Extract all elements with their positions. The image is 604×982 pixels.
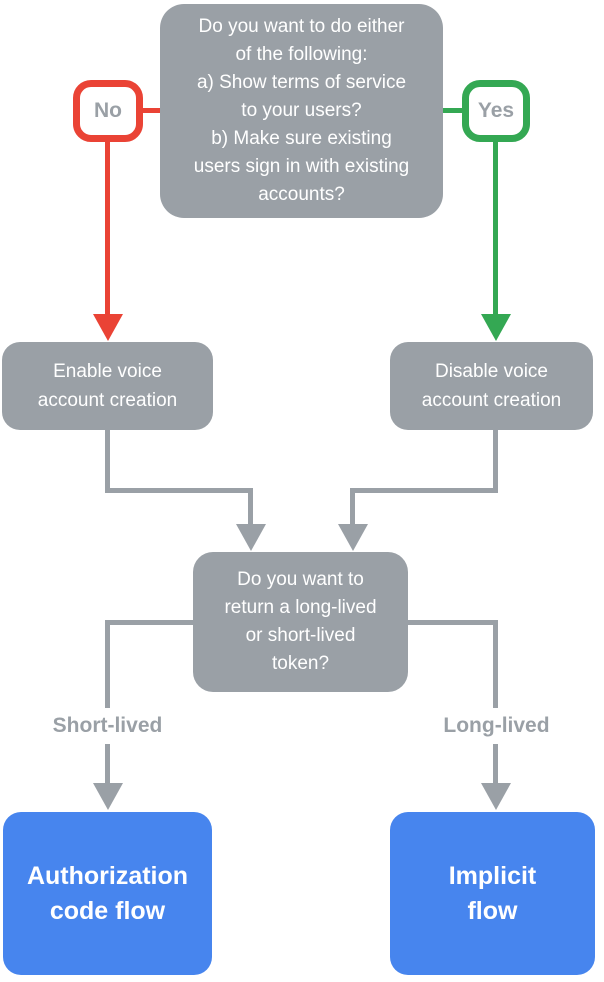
short-lived-branch-across bbox=[105, 620, 193, 625]
enable-connector-down bbox=[105, 430, 110, 492]
long-lived-branch-down bbox=[493, 620, 498, 783]
yes-arrowhead-icon bbox=[481, 314, 511, 341]
yes-connector-line bbox=[493, 140, 498, 315]
disable-connector-across bbox=[350, 488, 498, 493]
disable-merge-arrowhead-icon bbox=[338, 524, 368, 551]
question-node-token-lifetime: Do you want to return a long-lived or sh… bbox=[193, 552, 408, 692]
disable-voice-account-creation-node: Disable voice account creation bbox=[390, 342, 593, 430]
long-lived-branch-across bbox=[408, 620, 498, 625]
question-node-terms-of-service: Do you want to do either of the followin… bbox=[160, 4, 443, 218]
disable-connector-down bbox=[493, 430, 498, 492]
long-lived-arrowhead-icon bbox=[481, 783, 511, 810]
yes-decision-badge: Yes bbox=[462, 80, 530, 142]
enable-voice-account-creation-node: Enable voice account creation bbox=[2, 342, 213, 430]
short-lived-arrowhead-icon bbox=[93, 783, 123, 810]
authorization-code-flow-node: Authorization code flow bbox=[3, 812, 212, 975]
no-arrowhead-icon bbox=[93, 314, 123, 341]
implicit-flow-node: Implicit flow bbox=[390, 812, 595, 975]
no-connector-line bbox=[105, 140, 110, 315]
short-lived-branch-down bbox=[105, 620, 110, 783]
disable-connector-drop bbox=[350, 488, 355, 526]
yes-connector-stub bbox=[443, 108, 462, 113]
long-lived-label: Long-lived bbox=[411, 708, 582, 744]
enable-merge-arrowhead-icon bbox=[236, 524, 266, 551]
enable-connector-across bbox=[105, 488, 253, 493]
no-decision-badge: No bbox=[73, 80, 143, 142]
no-connector-stub bbox=[143, 108, 160, 113]
short-lived-label: Short-lived bbox=[23, 708, 192, 744]
enable-connector-drop bbox=[248, 488, 253, 526]
